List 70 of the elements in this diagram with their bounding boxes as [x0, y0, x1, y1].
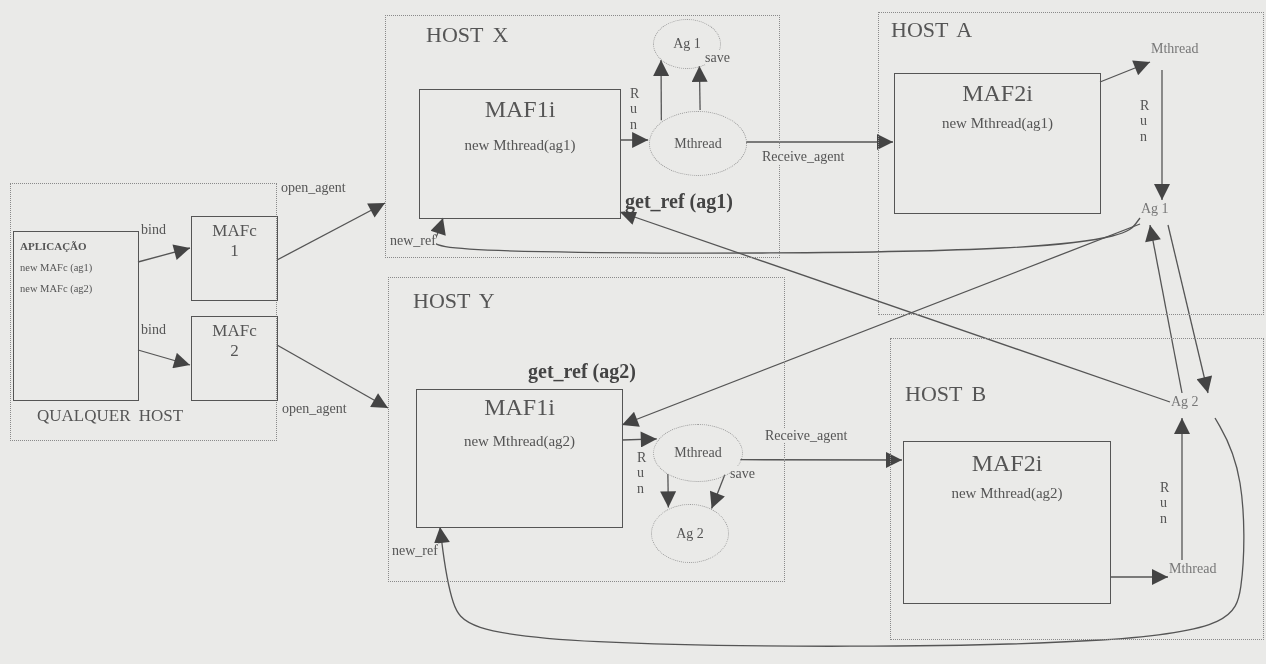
- box-title: MAF2i: [962, 80, 1033, 107]
- arrow: [1145, 224, 1183, 394]
- arrow: [1174, 417, 1190, 561]
- edge-label: Receive_agent: [765, 428, 848, 444]
- box-title: APLICAÇÃO: [20, 240, 87, 252]
- host-container: [890, 338, 1264, 640]
- arrow: [1099, 60, 1151, 83]
- edge-label: save: [705, 50, 730, 66]
- arrow: [276, 344, 389, 409]
- agent-label: Ag 1: [1141, 201, 1181, 226]
- edge-label: Run: [1160, 480, 1167, 527]
- box-title: Mthread: [674, 135, 722, 152]
- arrow: [619, 132, 649, 148]
- edge-label: get_ref (ag2): [528, 360, 636, 382]
- arrow: [433, 417, 1245, 647]
- box-title: MAFc 2: [211, 321, 258, 361]
- edge-label: open_agent: [282, 401, 347, 417]
- arrow: [1167, 224, 1213, 394]
- component-box: [416, 389, 623, 528]
- edge-label: new_ref: [392, 543, 438, 559]
- edge-label: Run: [637, 450, 644, 497]
- host-title: HOST B: [905, 381, 987, 407]
- arrow: [1154, 69, 1170, 201]
- box-title: MAF1i: [484, 96, 556, 123]
- component-box: [191, 216, 278, 301]
- arrow: [621, 223, 1141, 427]
- arrow: [653, 59, 670, 121]
- edge-label: Run: [1140, 98, 1147, 145]
- edge-label: open_agent: [281, 180, 346, 196]
- box-title: Mthread: [674, 445, 722, 461]
- arrow: [619, 209, 1171, 403]
- edge-label: get_ref (ag1): [625, 190, 733, 212]
- agent-label: Ag 2: [1171, 394, 1216, 419]
- component-box: [894, 73, 1101, 214]
- host-title: HOST Y: [413, 288, 495, 314]
- arrow: [1109, 569, 1169, 585]
- arrow: [137, 349, 191, 369]
- box-title: MAF1i: [484, 394, 555, 421]
- box-text: new MAFc (ag2): [20, 283, 93, 294]
- component-box: [419, 89, 621, 219]
- component-box: [191, 316, 278, 401]
- arrow: [710, 474, 726, 510]
- box-title: MAF2i: [971, 450, 1043, 477]
- host-title: HOST X: [426, 22, 509, 48]
- component-box: [903, 441, 1111, 604]
- arrow: [137, 244, 191, 263]
- arrow: [745, 134, 894, 150]
- agent-label: Mthread: [1169, 561, 1239, 586]
- box-text: new Mthread(ag1): [464, 137, 576, 154]
- arrow: [739, 451, 903, 468]
- edge-label: new_ref: [390, 233, 436, 249]
- box-text: new MAFc (ag1): [20, 262, 93, 273]
- arrow: [276, 202, 386, 261]
- box-text: new Mthread(ag2): [463, 433, 576, 450]
- component-box: [13, 231, 139, 401]
- edge-label: Receive_agent: [762, 149, 845, 165]
- box-text: new Mthread(ag1): [941, 115, 1054, 132]
- arrow: [691, 65, 708, 111]
- box-title: Ag 2: [676, 525, 704, 542]
- box-title: MAFc 1: [211, 221, 258, 261]
- host-title: QUALQUER HOST: [37, 406, 184, 426]
- box-title: Ag 1: [673, 36, 701, 52]
- box-text: new Mthread(ag2): [951, 485, 1063, 502]
- host-container: [878, 12, 1264, 315]
- arrow: [621, 431, 658, 448]
- host-title: HOST A: [891, 17, 973, 43]
- arrow: [660, 473, 677, 509]
- agent-label: Mthread: [1151, 41, 1231, 71]
- arrow: [430, 217, 1141, 254]
- edge-label: Run: [630, 86, 637, 133]
